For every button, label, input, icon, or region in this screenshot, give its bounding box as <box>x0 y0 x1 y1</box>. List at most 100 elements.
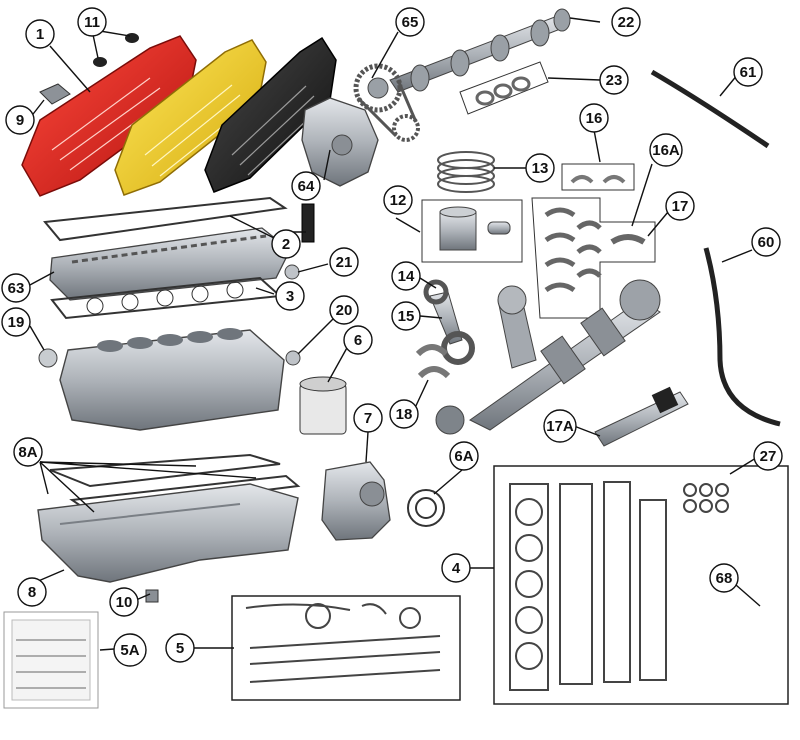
oil-filler-cap <box>39 83 71 105</box>
svg-text:2: 2 <box>282 236 290 253</box>
oil-drain-plug <box>145 589 159 603</box>
piston-assembly <box>421 199 523 263</box>
svg-text:14: 14 <box>398 268 415 285</box>
svg-text:21: 21 <box>336 254 353 271</box>
connecting-rod <box>423 279 475 365</box>
callout-2: 2 <box>271 229 301 259</box>
svg-text:13: 13 <box>532 160 549 177</box>
callout-61: 61 <box>733 57 763 87</box>
callout-5: 5 <box>165 633 195 663</box>
cam-position-sensor <box>594 386 689 447</box>
svg-text:11: 11 <box>84 14 100 31</box>
svg-text:60: 60 <box>758 234 775 251</box>
svg-text:8A: 8A <box>18 444 37 461</box>
callout-15: 15 <box>391 301 421 331</box>
callout-27: 27 <box>753 441 783 471</box>
svg-text:6: 6 <box>354 332 362 349</box>
callout-1: 1 <box>25 19 55 49</box>
expansion-plug <box>284 264 300 280</box>
rod-bearing-shells <box>561 163 635 191</box>
rod-bearings-18 <box>415 344 451 379</box>
svg-text:27: 27 <box>760 448 777 465</box>
svg-text:18: 18 <box>396 406 413 423</box>
expansion-plug-20 <box>285 350 301 366</box>
callout-3: 3 <box>275 281 305 311</box>
valve-cover-black <box>204 36 337 193</box>
svg-text:16: 16 <box>586 110 603 127</box>
callout-6: 6 <box>343 325 373 355</box>
callout-8a: 8A <box>13 437 43 467</box>
gasket-kit-5a <box>3 611 99 709</box>
valve-cover-red <box>21 35 197 197</box>
svg-text:23: 23 <box>606 72 623 89</box>
svg-text:61: 61 <box>740 64 757 81</box>
valve-cover-gasket <box>43 196 288 242</box>
callout-20: 20 <box>329 295 359 325</box>
svg-text:17: 17 <box>672 198 689 215</box>
piston-rings <box>437 151 495 193</box>
svg-text:68: 68 <box>716 570 733 587</box>
svg-text:19: 19 <box>8 314 25 331</box>
crankshaft <box>435 279 661 435</box>
grommets <box>93 33 139 67</box>
callout-17: 17 <box>665 191 695 221</box>
main-bearings-set <box>531 197 656 319</box>
callout-22: 22 <box>611 7 641 37</box>
callout-13: 13 <box>525 153 555 183</box>
callout-63: 63 <box>1 273 31 303</box>
svg-text:16A: 16A <box>652 142 680 159</box>
callout-11: 11 <box>77 7 107 37</box>
oil-pump-gasket <box>407 489 445 527</box>
dipstick-tube-61 <box>650 69 770 149</box>
svg-text:6A: 6A <box>454 448 473 465</box>
callout-21: 21 <box>329 247 359 277</box>
svg-text:7: 7 <box>364 410 372 427</box>
svg-text:64: 64 <box>298 178 315 195</box>
oil-pan <box>37 483 299 583</box>
leader-lines <box>27 17 761 651</box>
svg-text:22: 22 <box>618 14 635 31</box>
callout-18: 18 <box>389 399 419 429</box>
callout-17a: 17A <box>543 409 577 443</box>
svg-text:63: 63 <box>8 280 25 297</box>
cam-bearings <box>459 61 549 115</box>
dipstick-tube-60 <box>703 247 781 427</box>
svg-text:1: 1 <box>36 26 44 43</box>
svg-text:5: 5 <box>176 640 184 657</box>
callout-12: 12 <box>383 185 413 215</box>
callout-23: 23 <box>599 65 629 95</box>
callout-5a: 5A <box>113 633 147 667</box>
svg-text:12: 12 <box>390 192 407 209</box>
callout-7: 7 <box>353 403 383 433</box>
callout-68: 68 <box>709 563 739 593</box>
camshaft <box>389 8 571 93</box>
callout-60: 60 <box>751 227 781 257</box>
gasket-kit-5 <box>231 595 461 701</box>
engine-block <box>59 328 285 431</box>
svg-text:15: 15 <box>398 308 415 325</box>
gasket-kit-4 <box>493 465 789 705</box>
callout-9: 9 <box>5 105 35 135</box>
callout-65: 65 <box>395 7 425 37</box>
svg-text:3: 3 <box>286 288 294 305</box>
callout-16a: 16A <box>649 133 683 167</box>
callout-19: 19 <box>1 307 31 337</box>
svg-text:4: 4 <box>452 560 461 577</box>
svg-text:17A: 17A <box>546 418 574 435</box>
callout-16: 16 <box>579 103 609 133</box>
timing-cover <box>301 97 379 187</box>
svg-text:9: 9 <box>16 112 24 129</box>
callout-64: 64 <box>291 171 321 201</box>
callout-14: 14 <box>391 261 421 291</box>
rtv-tube <box>301 203 315 243</box>
callout-8: 8 <box>17 577 47 607</box>
svg-text:10: 10 <box>116 594 133 611</box>
svg-text:20: 20 <box>336 302 353 319</box>
cylinder-head <box>49 227 291 301</box>
callout-4: 4 <box>441 553 471 583</box>
callout-6a: 6A <box>449 441 479 471</box>
svg-text:65: 65 <box>402 14 419 31</box>
svg-text:8: 8 <box>28 584 36 601</box>
